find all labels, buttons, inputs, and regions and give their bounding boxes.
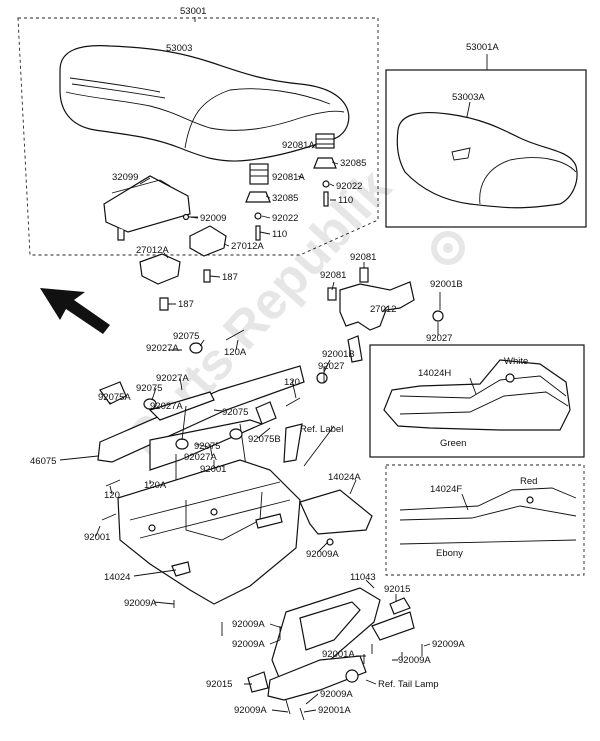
label-11043: 11043: [350, 572, 376, 583]
tail-cowl-14024: [117, 459, 301, 605]
label-92001B-1: 92001B: [430, 279, 463, 290]
label-27012: 27012: [370, 304, 396, 315]
label-92075-2: 92075: [136, 383, 162, 394]
label-32085-2: 32085: [272, 193, 298, 204]
label-53003A: 53003A: [452, 92, 485, 103]
label-ref-tail-lamp: Ref. Tail Lamp: [378, 679, 439, 690]
label-92009A-6: 92009A: [398, 655, 431, 666]
label-92001B-2: 92001B: [322, 349, 355, 360]
label-53001: 53001: [180, 6, 206, 17]
label-53003: 53003: [166, 43, 192, 54]
label-92027A-2: 92027A: [156, 373, 189, 384]
rear-frame-46075: [97, 329, 305, 492]
label-92009: 92009: [200, 213, 226, 224]
seat-53001A-box: [385, 69, 587, 228]
bracket-27012A: [139, 225, 227, 311]
label-27012A-1: 27012A: [231, 241, 264, 252]
label-92009A-8: 92009A: [234, 705, 267, 716]
label-white: White: [504, 356, 528, 367]
label-ebony: Ebony: [436, 548, 463, 559]
label-92001A-1: 92001A: [322, 649, 355, 660]
label-92001-1: 92001: [200, 464, 226, 475]
label-27012A-2: 27012A: [136, 245, 169, 256]
label-92009A-7: 92009A: [320, 689, 353, 700]
label-110-1: 110: [338, 195, 353, 206]
label-92027A-3: 92027A: [150, 401, 183, 412]
label-92027A-1: 92027A: [146, 343, 179, 354]
label-92022-2: 92022: [272, 213, 298, 224]
cover-14024F: [399, 487, 577, 545]
label-92009A-5: 92009A: [432, 639, 465, 650]
label-92027-2: 92027: [318, 361, 344, 372]
label-110-2: 110: [272, 229, 287, 240]
label-187-2: 187: [178, 299, 194, 310]
cover-red-box: [385, 464, 585, 576]
label-92081A-2: 92081A: [272, 172, 305, 183]
label-92009A-3: 92009A: [232, 619, 265, 630]
label-92001A-2: 92001A: [318, 705, 351, 716]
label-92075A: 92075A: [98, 392, 131, 403]
label-92075-3: 92075: [222, 407, 248, 418]
label-32099: 32099: [112, 172, 138, 183]
label-187-1: 187: [222, 272, 238, 283]
cover-white-box: [369, 344, 585, 458]
label-46075: 46075: [30, 456, 56, 467]
label-120-2: 120: [104, 490, 120, 501]
label-ref-label: Ref. Label: [300, 424, 343, 435]
carrier-11043: [247, 587, 415, 701]
label-120A-2: 120A: [144, 480, 167, 491]
leader-lines: [59, 143, 477, 713]
label-14024F: 14024F: [430, 484, 462, 495]
label-92015-2: 92015: [206, 679, 232, 690]
front-direction-arrow-icon: [40, 288, 110, 334]
seat-53003A: [396, 111, 578, 209]
bracket-27012: [316, 267, 444, 384]
label-red: Red: [520, 476, 537, 487]
label-14024A: 14024A: [328, 472, 361, 483]
label-92027A-4: 92027A: [184, 452, 217, 463]
label-53001A: 53001A: [466, 42, 499, 53]
label-92075-1: 92075: [173, 331, 199, 342]
label-92081A: 92081A: [282, 140, 315, 151]
label-92001-2: 92001: [84, 532, 110, 543]
label-92009A-2: 92009A: [124, 598, 157, 609]
label-92009A-1: 92009A: [306, 549, 339, 560]
label-32085-top: 32085: [340, 158, 366, 169]
label-120-1: 120: [284, 377, 300, 388]
label-14024H: 14024H: [418, 368, 451, 379]
label-92015-1: 92015: [384, 584, 410, 595]
label-92022-1: 92022: [336, 181, 362, 192]
cover-14024H: [383, 359, 571, 431]
label-green: Green: [440, 438, 466, 449]
seat-53003: [59, 45, 350, 162]
tray-32099: [103, 175, 198, 241]
label-120A-1: 120A: [224, 347, 247, 358]
seat-group-outline: [17, 17, 379, 256]
label-92081-1: 92081: [350, 252, 376, 263]
label-92027-1: 92027: [426, 333, 452, 344]
label-14024: 14024: [104, 572, 130, 583]
label-92081-2: 92081: [320, 270, 346, 281]
cover-14024A: [299, 489, 373, 546]
label-92075B: 92075B: [248, 434, 281, 445]
label-92009A-4: 92009A: [232, 639, 265, 650]
gear-watermark-icon: [431, 231, 465, 265]
dampers-92081A: [245, 133, 337, 241]
